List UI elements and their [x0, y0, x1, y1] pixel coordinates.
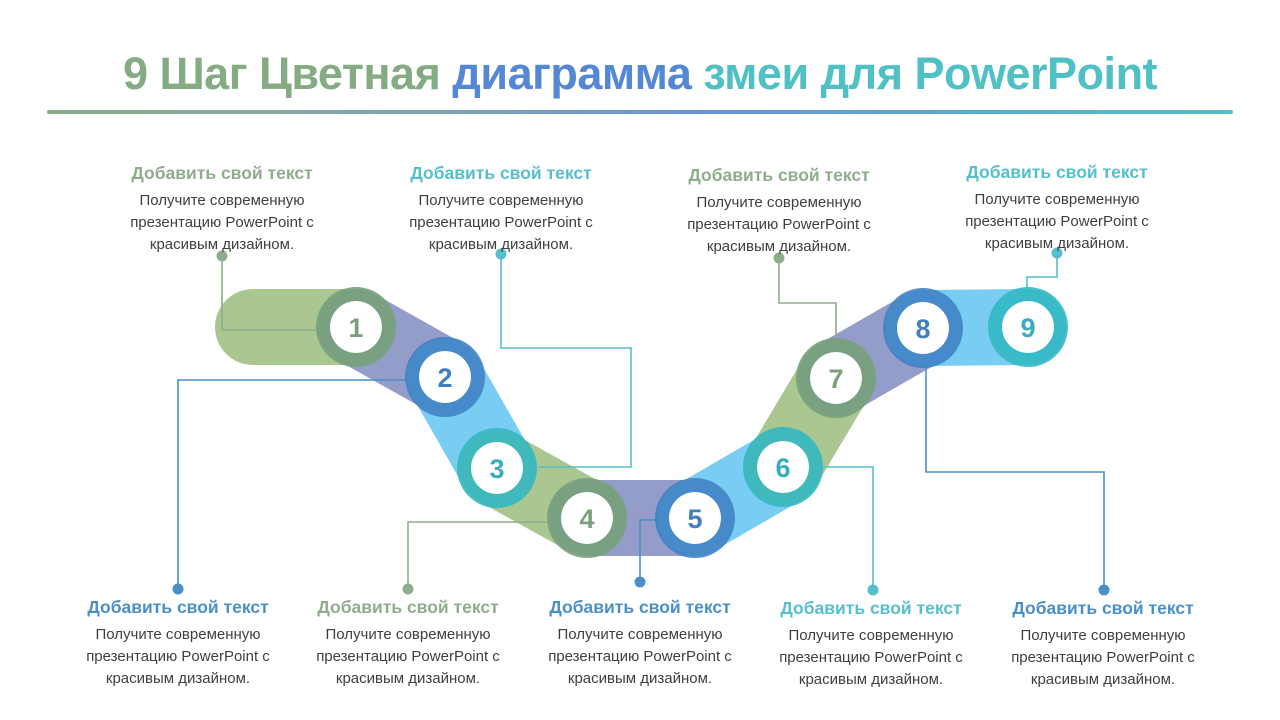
step-number: 2 [437, 363, 452, 393]
step-circle-9[interactable]: 9 [988, 287, 1068, 367]
connectors [172, 247, 1110, 596]
connector-dot-top-3 [773, 252, 785, 264]
connector-dot-top-4 [1051, 247, 1063, 259]
text-block-heading: Добавить свой текст [966, 162, 1148, 182]
step-circle-7[interactable]: 7 [796, 338, 876, 418]
step-number: 7 [828, 364, 843, 394]
text-block-top-2[interactable]: Добавить свой текст Получите современную… [386, 163, 616, 255]
connector-line-top-2 [500, 259, 632, 468]
title-part-green: 9 Шаг Цветная [122, 48, 453, 99]
title-part-teal: змеи для PowerPoint [703, 48, 1158, 99]
connector-dot-bottom-4 [867, 584, 879, 596]
step-circle-1[interactable]: 1 [316, 287, 396, 367]
step-circle-6[interactable]: 6 [743, 427, 823, 507]
text-block-top-1[interactable]: Добавить свой текст Получите современную… [107, 163, 337, 255]
connector-dot-bottom-1 [172, 583, 184, 595]
text-block-body: Получите современную презентацию PowerPo… [687, 194, 871, 255]
text-block-heading: Добавить свой текст [131, 163, 313, 183]
step-number: 4 [579, 504, 594, 534]
connector-line-bottom-5 [925, 366, 1105, 586]
connector-line-bottom-3 [639, 519, 657, 578]
text-block-heading: Добавить свой текст [780, 598, 962, 618]
text-block-body: Получите современную презентацию PowerPo… [548, 626, 732, 687]
text-block-heading: Добавить свой текст [87, 597, 269, 617]
step-number: 5 [687, 504, 702, 534]
connector-line-bottom-2 [407, 521, 549, 585]
connector-dot-bottom-5 [1098, 584, 1110, 596]
text-block-body: Получите современную презентацию PowerPo… [1011, 627, 1195, 688]
step-number: 9 [1020, 313, 1035, 343]
text-block-top-3[interactable]: Добавить свой текст Получите современную… [664, 165, 894, 257]
step-ring [883, 288, 963, 368]
text-block-body: Получите современную презентацию PowerPo… [779, 627, 963, 688]
step-inner-circle [897, 302, 949, 354]
step-number: 8 [915, 314, 930, 344]
text-block-body: Получите современную презентацию PowerPo… [316, 626, 500, 687]
step-ring [457, 428, 537, 508]
step-inner-circle [419, 351, 471, 403]
step-inner-circle [471, 442, 523, 494]
step-ring [405, 337, 485, 417]
text-block-heading: Добавить свой текст [410, 163, 592, 183]
text-block-bottom-5[interactable]: Добавить свой текст Получите современную… [988, 598, 1218, 690]
step-ring [655, 478, 735, 558]
text-block-heading: Добавить свой текст [317, 597, 499, 617]
step-circle-4[interactable]: 4 [547, 478, 627, 558]
step-inner-circle [330, 301, 382, 353]
connector-line-bottom-1 [177, 379, 407, 585]
step-inner-circle [561, 492, 613, 544]
step-circle-3[interactable]: 3 [457, 428, 537, 508]
step-circle-5[interactable]: 5 [655, 478, 735, 558]
connector-line-bottom-4 [821, 466, 874, 586]
connector-line-top-3 [778, 263, 837, 340]
slide-title: 9 Шаг Цветная диаграмма змеи для PowerPo… [0, 50, 1280, 97]
text-block-top-4[interactable]: Добавить свой текст Получите современную… [942, 162, 1172, 254]
step-ring [547, 478, 627, 558]
text-block-heading: Добавить свой текст [688, 165, 870, 185]
text-block-body: Получите современную презентацию PowerPo… [130, 192, 314, 253]
connector-dot-top-2 [495, 248, 507, 260]
text-block-bottom-3[interactable]: Добавить свой текст Получите современную… [525, 597, 755, 689]
step-inner-circle [810, 352, 862, 404]
text-block-heading: Добавить свой текст [1012, 598, 1194, 618]
text-block-heading: Добавить свой текст [549, 597, 731, 617]
step-ring [743, 427, 823, 507]
title-divider [47, 110, 1233, 114]
step-ring [988, 287, 1068, 367]
text-block-body: Получите современную презентацию PowerPo… [86, 626, 270, 687]
text-block-bottom-4[interactable]: Добавить свой текст Получите современную… [756, 598, 986, 690]
step-number: 1 [348, 313, 363, 343]
title-part-blue: диаграмма [452, 48, 704, 99]
text-block-body: Получите современную презентацию PowerPo… [409, 192, 593, 253]
step-circle-2[interactable]: 2 [405, 337, 485, 417]
text-block-bottom-2[interactable]: Добавить свой текст Получите современную… [293, 597, 523, 689]
step-circle-8[interactable]: 8 [883, 288, 963, 368]
step-inner-circle [757, 441, 809, 493]
step-ring [316, 287, 396, 367]
connector-line-top-1 [221, 261, 318, 331]
step-ring [796, 338, 876, 418]
step-number: 6 [775, 453, 790, 483]
connector-dot-bottom-2 [402, 583, 414, 595]
step-inner-circle [1002, 301, 1054, 353]
step-number: 3 [489, 454, 504, 484]
step-inner-circle [669, 492, 721, 544]
connector-dot-bottom-3 [634, 576, 646, 588]
connector-dot-top-1 [216, 250, 228, 262]
text-block-body: Получите современную презентацию PowerPo… [965, 191, 1149, 252]
connector-line-top-4 [1026, 258, 1058, 289]
text-block-bottom-1[interactable]: Добавить свой текст Получите современную… [63, 597, 293, 689]
